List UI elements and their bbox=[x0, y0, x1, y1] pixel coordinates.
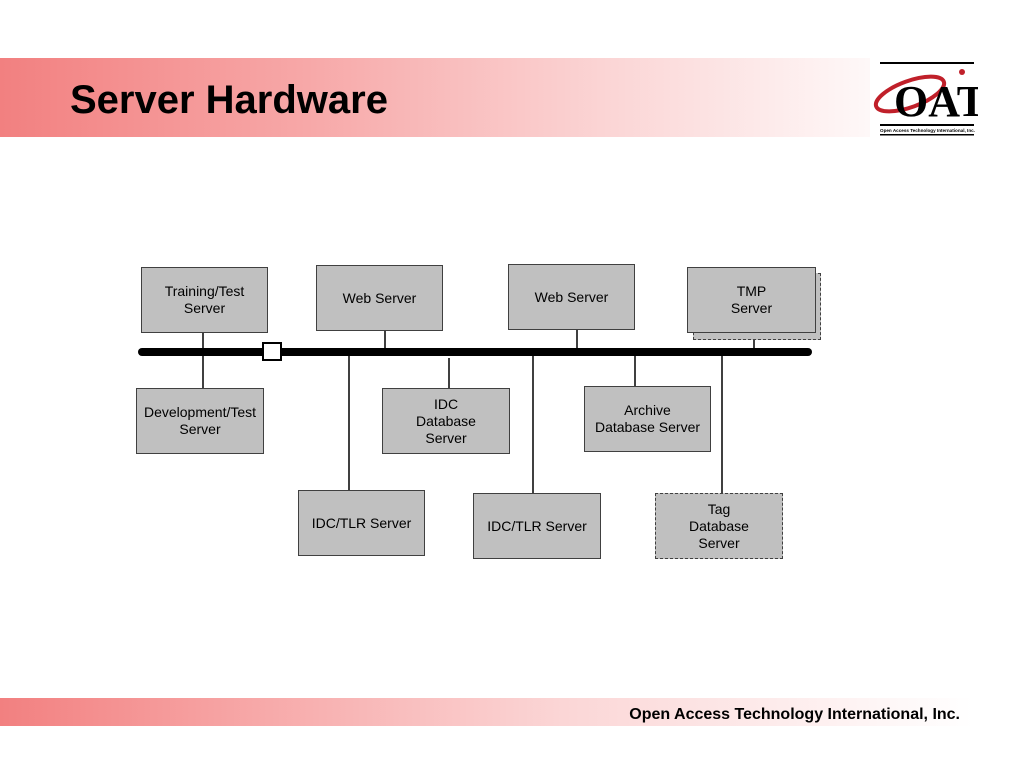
archive-database-server: Archive Database Server bbox=[584, 386, 711, 452]
page-title: Server Hardware bbox=[70, 78, 388, 122]
footer-band bbox=[0, 698, 1024, 726]
logo-tagline: Open Access Technology International, In… bbox=[880, 128, 975, 133]
idc-tlr-server-2: IDC/TLR Server bbox=[473, 493, 601, 559]
tag-database-server: Tag Database Server bbox=[655, 493, 783, 559]
header-band bbox=[0, 58, 1024, 137]
footer-company: Open Access Technology International, In… bbox=[629, 706, 960, 723]
web-server-2: Web Server bbox=[508, 264, 635, 330]
idc-database-server: IDC Database Server bbox=[382, 388, 510, 454]
tmp-server: TMP Server bbox=[687, 267, 816, 333]
idc-tlr-server-1: IDC/TLR Server bbox=[298, 490, 425, 556]
network-connector bbox=[262, 342, 282, 361]
development-test-server: Development/Test Server bbox=[136, 388, 264, 454]
training-test-server: Training/Test Server bbox=[141, 267, 268, 333]
web-server-1: Web Server bbox=[316, 265, 443, 331]
